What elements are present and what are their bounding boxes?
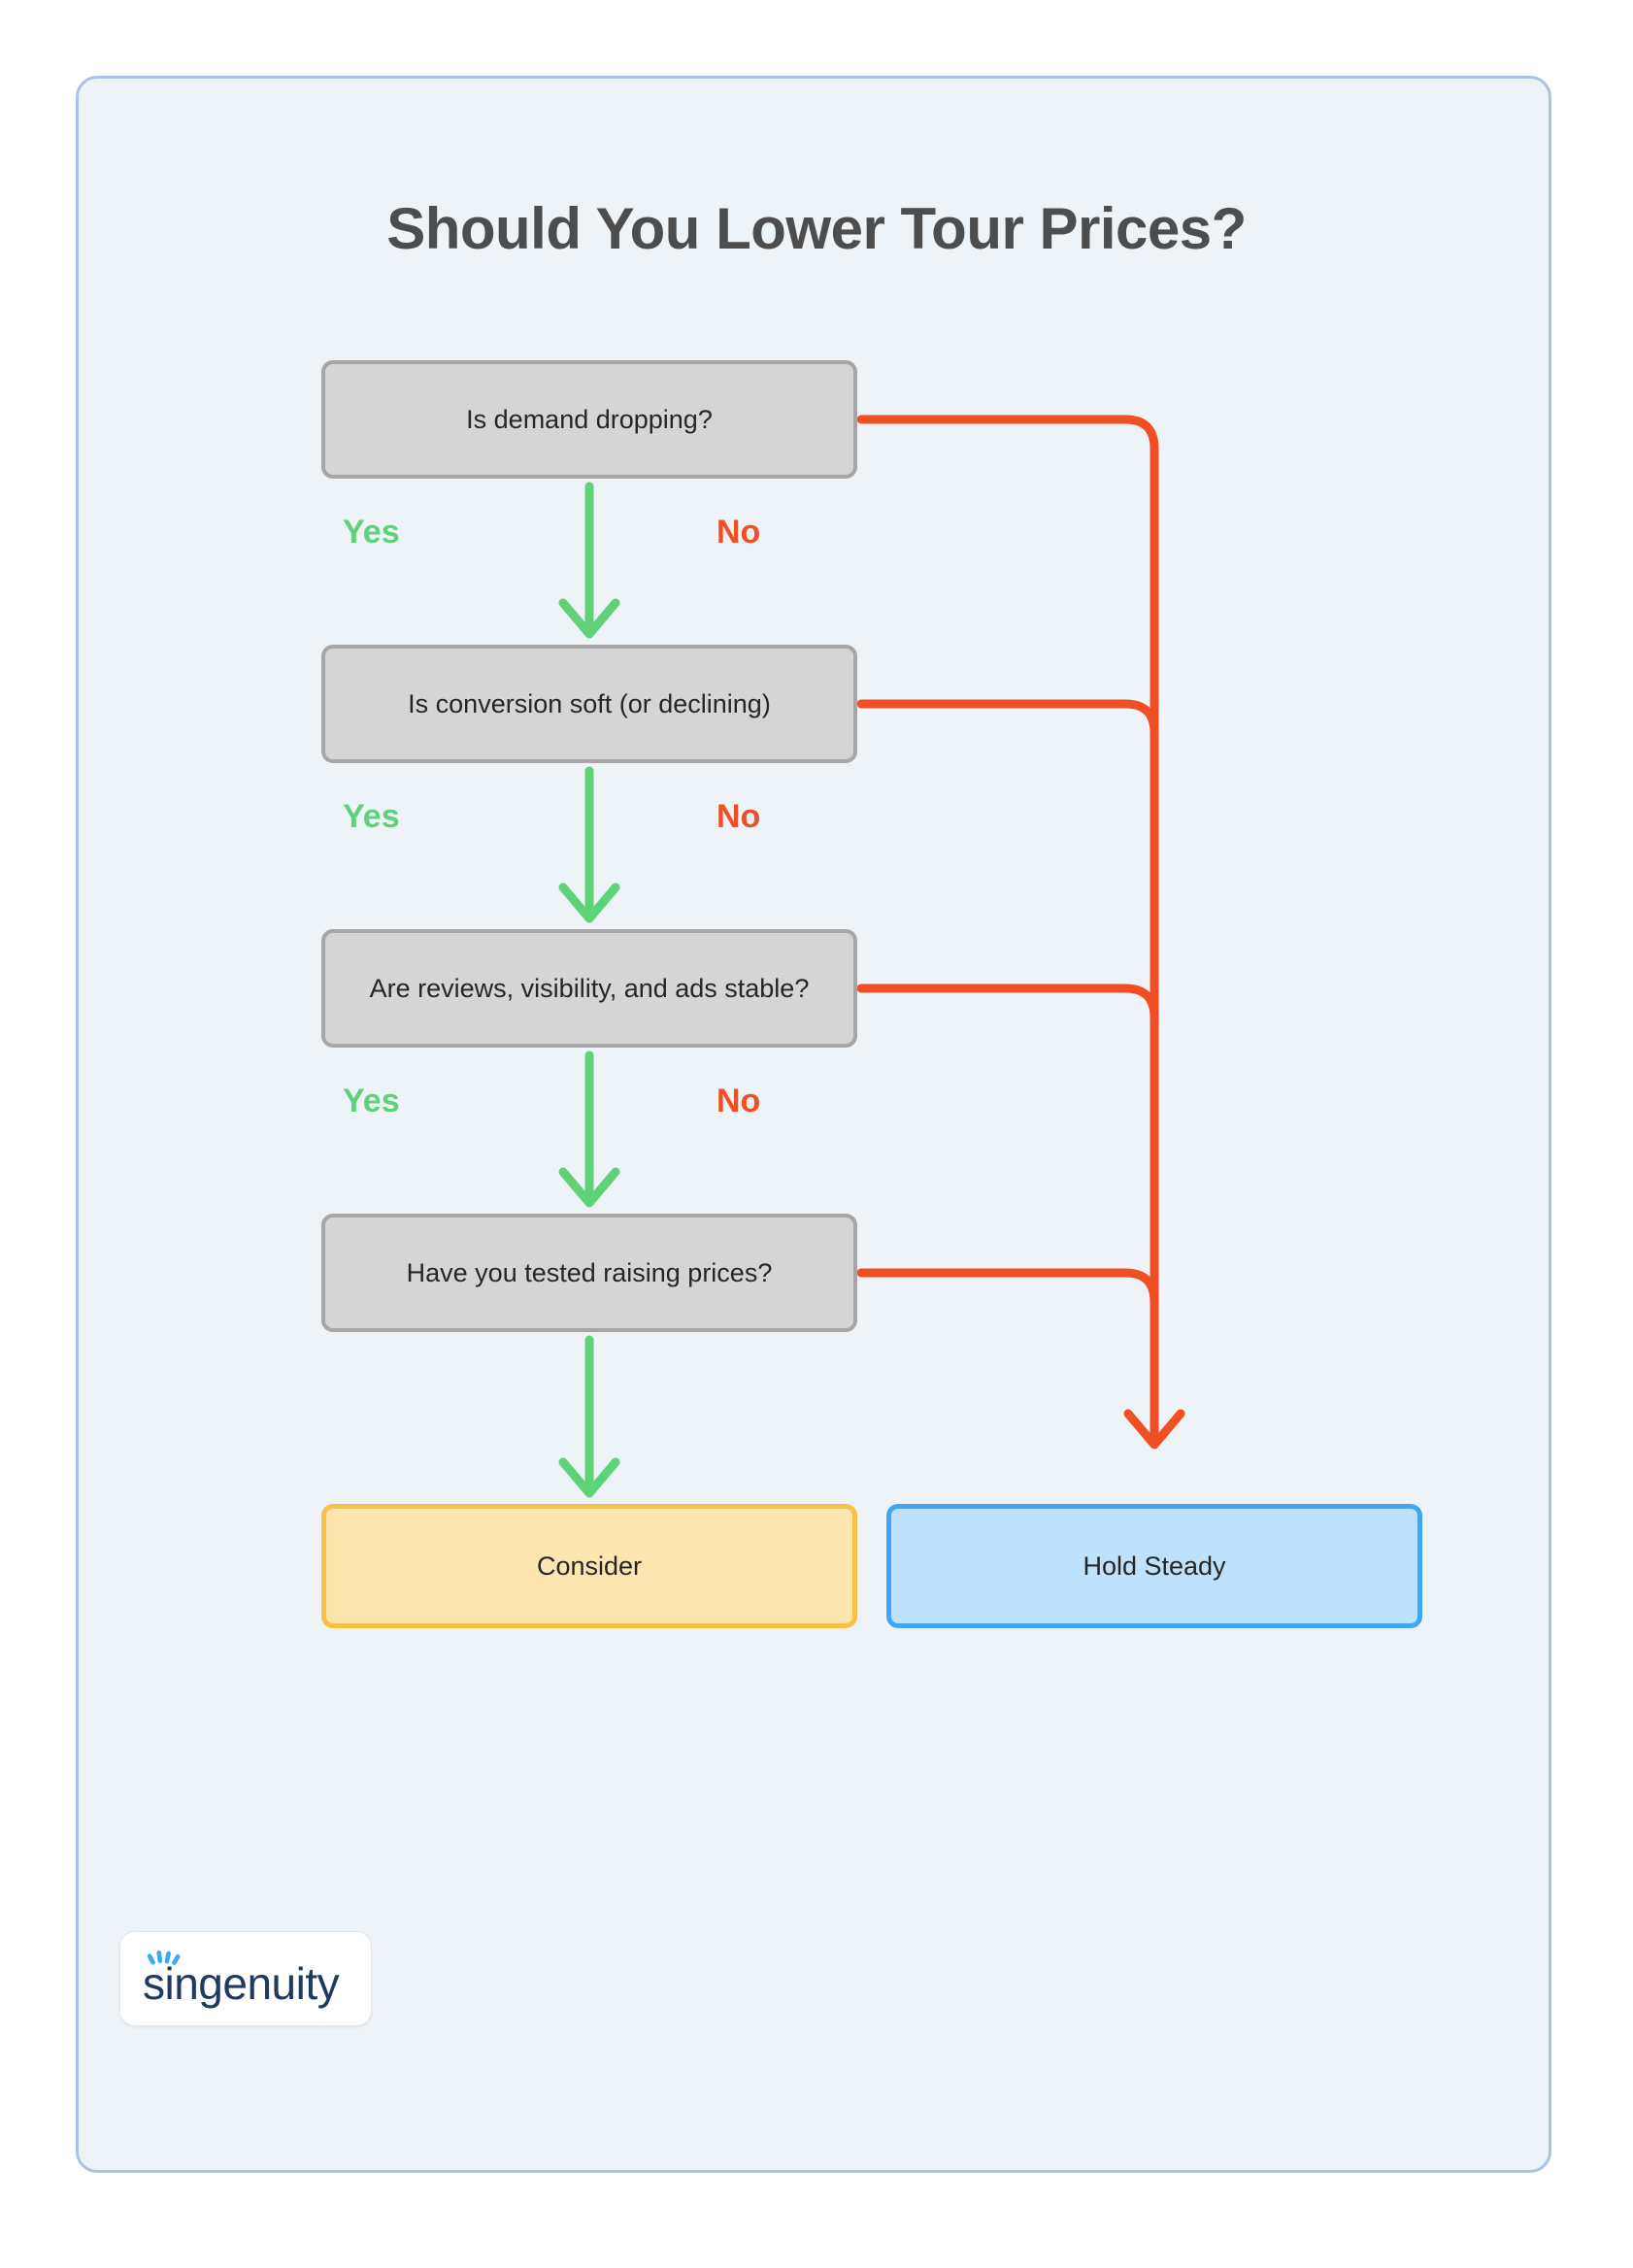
arrowhead-q4-consider bbox=[558, 1457, 620, 1498]
arrowhead-q3-q4 bbox=[558, 1167, 620, 1208]
edge-q3-hold bbox=[856, 984, 1159, 1443]
arrowhead-q2-q3 bbox=[558, 883, 620, 923]
outcome-node-consider[interactable]: Consider bbox=[321, 1504, 857, 1628]
edge-q2-hold bbox=[856, 699, 1159, 1443]
sparkle-icon bbox=[147, 1951, 181, 1965]
connector-layer bbox=[558, 415, 1185, 1498]
branch-label-no-3: No bbox=[717, 1083, 761, 1119]
edge-q4-hold bbox=[856, 1268, 1159, 1443]
no-edge-group bbox=[856, 415, 1185, 1450]
brand-logo: singenuity bbox=[119, 1931, 372, 2026]
decision-node-conversion[interactable]: Is conversion soft (or declining) bbox=[321, 645, 857, 763]
yes-edge-group bbox=[558, 482, 620, 1498]
outcome-node-hold-steady[interactable]: Hold Steady bbox=[886, 1504, 1422, 1628]
edge-q1-hold bbox=[856, 415, 1159, 1443]
singenuity-logo-mark: singenuity bbox=[143, 1951, 340, 2009]
branch-label-yes-1: Yes bbox=[343, 514, 400, 550]
branch-label-yes-3: Yes bbox=[343, 1083, 400, 1119]
decision-node-reviews-visibility-ads[interactable]: Are reviews, visibility, and ads stable? bbox=[321, 929, 857, 1048]
page-title: Should You Lower Tour Prices? bbox=[386, 196, 1247, 261]
logo-wordmark: singenuity bbox=[143, 1958, 340, 2009]
arrowhead-q1-q2 bbox=[558, 598, 620, 639]
branch-label-no-2: No bbox=[717, 798, 761, 835]
branch-label-yes-2: Yes bbox=[343, 798, 400, 835]
flowchart-card: Should You Lower Tour Prices? bbox=[76, 76, 1551, 2173]
branch-label-no-1: No bbox=[717, 514, 761, 550]
decision-node-tested-raising-prices[interactable]: Have you tested raising prices? bbox=[321, 1214, 857, 1332]
flowchart-stage: Is demand dropping? Is conversion soft (… bbox=[79, 79, 1554, 2176]
arrowhead-hold bbox=[1123, 1409, 1185, 1450]
decision-node-demand[interactable]: Is demand dropping? bbox=[321, 360, 857, 479]
